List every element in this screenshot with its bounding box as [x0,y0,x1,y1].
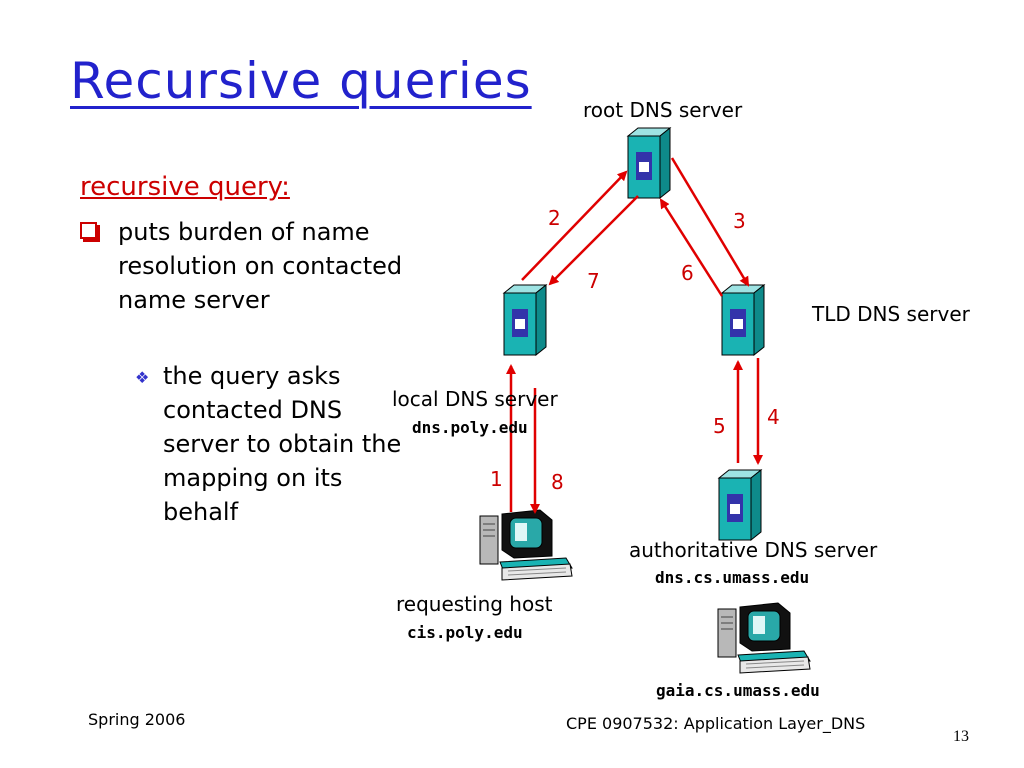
auth-server-icon [718,469,762,541]
slide-title: Recursive queries [70,52,532,110]
arrow-step-6 [659,198,724,297]
step-number-7: 7 [587,269,600,293]
gaia-host-icon [717,602,811,674]
tld-server-label: TLD DNS server [812,302,970,326]
auth-server-domain: dns.cs.umass.edu [655,568,810,587]
diamond-bullet-icon: ❖ [135,368,150,387]
bullet-1-text: puts burden of name resolution on contac… [118,218,403,314]
arrow-step-7 [548,195,639,286]
step-number-6: 6 [681,261,694,285]
step-number-2: 2 [548,206,561,230]
auth-server-label: authoritative DNS server [629,538,878,562]
arrow-step-3 [670,157,750,287]
step-number-5: 5 [713,414,726,438]
local-server-icon [503,284,547,356]
step-number-1: 1 [490,467,503,491]
gaia-host-domain: gaia.cs.umass.edu [656,681,820,700]
local-server-domain: dns.poly.edu [412,418,528,437]
local-server-label: local DNS server [392,387,558,411]
root-server-label: root DNS server [583,98,743,122]
step-number-8: 8 [551,470,564,494]
square-bullet-icon [80,222,97,239]
tld-server-icon [721,284,765,356]
page-number: 13 [953,728,969,745]
step-number-4: 4 [767,405,780,429]
footer-date: Spring 2006 [88,710,186,729]
step-number-3: 3 [733,209,746,233]
arrow-step-2 [521,170,628,281]
requesting-host-icon [479,509,573,581]
root-server-icon [627,127,671,199]
footer-course: CPE 0907532: Application Layer_DNS [566,714,866,733]
subheading: recursive query: [80,172,290,202]
bullet-2-text: the query asks contacted DNS server to o… [163,362,402,526]
requesting-host-label: requesting host [396,592,553,616]
requesting-host-domain: cis.poly.edu [407,623,523,642]
